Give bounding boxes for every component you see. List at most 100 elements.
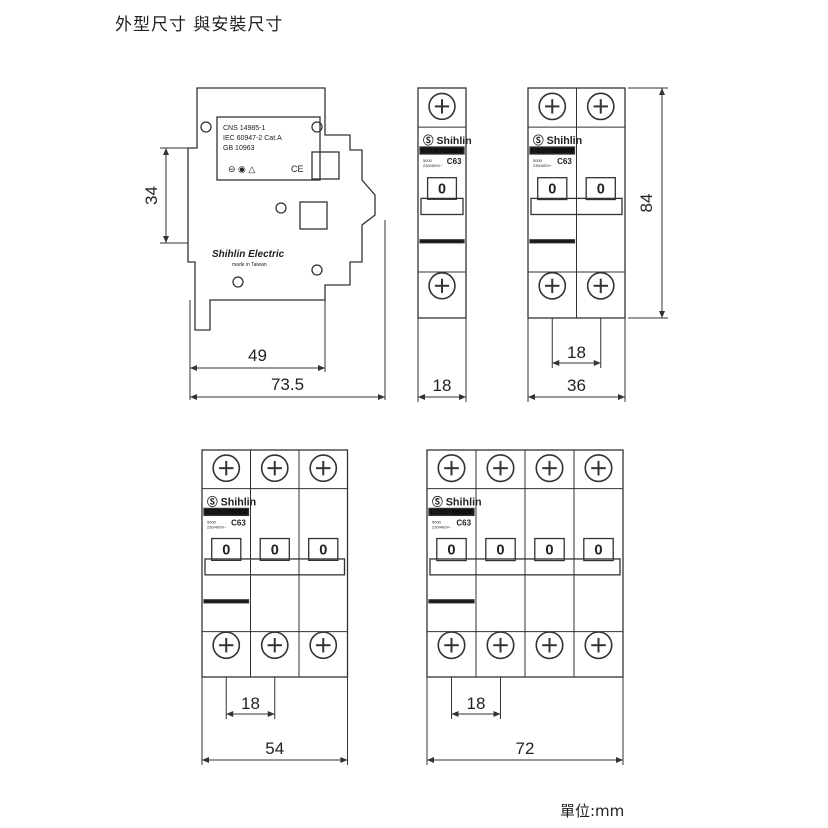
handle-1[interactable] xyxy=(426,177,458,200)
brand-label: Ⓢ Shihlin xyxy=(432,495,482,508)
indicator-bar xyxy=(428,599,475,604)
breaking-label: 5000 xyxy=(207,519,217,524)
dim-side-49-label: 49 xyxy=(248,346,267,365)
brand-label: Ⓢ Shihlin xyxy=(423,134,472,147)
handle-off-label: 0 xyxy=(496,543,504,559)
model-band xyxy=(203,507,250,517)
model-band xyxy=(428,507,475,517)
screw-icon xyxy=(212,454,241,483)
screw-icon xyxy=(584,631,613,660)
handle-1[interactable] xyxy=(537,177,568,201)
model-label: BHA 32 xyxy=(533,149,554,155)
indicator-bar xyxy=(419,239,465,244)
dim-side-73-5-label: 73.5 xyxy=(271,375,304,394)
rivet-icon xyxy=(311,264,323,276)
handle-off-label: 0 xyxy=(548,182,556,198)
model-label: BHA 31 xyxy=(423,149,444,155)
dim-pitch: 18 xyxy=(552,343,601,366)
rivet-icon xyxy=(200,121,212,133)
ce-mark: CE xyxy=(291,164,304,174)
screw-icon xyxy=(260,631,289,660)
rivet-icon xyxy=(311,121,323,133)
voltage-label: 230/400V~ xyxy=(432,524,452,529)
dim-width-label: 18 xyxy=(433,376,452,395)
dim-side-height-label: 34 xyxy=(142,186,161,205)
handle-off-label: 0 xyxy=(597,182,605,198)
model-label: BHA 33 xyxy=(207,510,228,516)
screw-icon xyxy=(538,92,567,121)
spec-line: GB 10963 xyxy=(223,145,255,152)
screw-icon xyxy=(428,92,456,121)
window-2 xyxy=(299,201,328,230)
voltage-label: 230/400V~ xyxy=(533,163,553,168)
dim-width: 18 xyxy=(418,376,466,400)
dim-side-49: 49 xyxy=(190,346,325,371)
breaking-label: 5000 xyxy=(533,158,543,163)
model-label: BHA 34 xyxy=(432,510,453,516)
dim-width-label: 54 xyxy=(265,739,284,758)
handle-3[interactable] xyxy=(534,537,565,562)
unit-label: 單位:mm xyxy=(560,802,625,820)
screw-icon xyxy=(586,271,615,300)
dim-width: 54 xyxy=(202,739,348,763)
dim-pitch: 18 xyxy=(451,694,501,717)
dim-pitch-label: 18 xyxy=(467,694,486,713)
tie-bar xyxy=(420,197,464,216)
handle-2[interactable] xyxy=(259,537,290,562)
screw-icon xyxy=(535,631,564,660)
breaking-label: 5000 xyxy=(432,519,442,524)
dim-width: 72 xyxy=(427,739,623,763)
breaking-label: 5000 xyxy=(423,158,433,163)
handle-1[interactable] xyxy=(211,537,242,562)
spec-line: CNS 14985-1 xyxy=(223,125,266,132)
model-band xyxy=(419,146,465,155)
dim-width-label: 72 xyxy=(516,739,535,758)
dim-pitch-label: 18 xyxy=(241,694,260,713)
screw-icon xyxy=(260,454,289,483)
tie-bar xyxy=(530,197,623,216)
breaker-side-outline xyxy=(187,87,376,331)
handle-1[interactable] xyxy=(436,537,467,562)
handle-off-label: 0 xyxy=(222,543,230,559)
handle-4[interactable] xyxy=(583,537,614,562)
dim-width-label: 36 xyxy=(567,376,586,395)
dim-width: 36 xyxy=(528,376,625,400)
dim-pitch: 18 xyxy=(226,694,275,717)
handle-off-label: 0 xyxy=(271,543,279,559)
screw-icon xyxy=(584,454,613,483)
handle-2[interactable] xyxy=(585,177,616,201)
screw-icon xyxy=(309,631,338,660)
brand-text: Shihlin Electric xyxy=(212,249,285,260)
indicator-bar xyxy=(203,599,250,604)
dim-height-84-label: 84 xyxy=(637,194,656,213)
handle-3[interactable] xyxy=(308,537,339,562)
screw-icon xyxy=(437,631,466,660)
page-title: 外型尺寸 與安裝尺寸 xyxy=(115,15,284,35)
handle-off-label: 0 xyxy=(594,543,602,559)
cert-icons: ⊖ ◉ △ xyxy=(228,164,255,174)
dim-height-84: 84 xyxy=(637,88,665,318)
spec-label-box xyxy=(216,116,321,181)
screw-icon xyxy=(538,271,567,300)
screw-icon xyxy=(486,631,515,660)
window-1 xyxy=(311,151,340,180)
handle-off-label: 0 xyxy=(438,182,446,198)
rivet-icon xyxy=(232,276,244,288)
handle-off-label: 0 xyxy=(447,543,455,559)
handle-2[interactable] xyxy=(485,537,516,562)
rating-label: C63 xyxy=(557,157,572,166)
spec-line: IEC 60947-2 Cat.A xyxy=(223,135,282,142)
model-band xyxy=(529,146,576,155)
brand-label: Ⓢ Shihlin xyxy=(207,495,256,508)
indicator-bar xyxy=(529,239,576,244)
rating-label: C63 xyxy=(456,518,471,527)
dim-side-73-5: 73.5 xyxy=(190,375,385,400)
screw-icon xyxy=(437,454,466,483)
made-in-text: made in Taiwan xyxy=(232,262,267,268)
